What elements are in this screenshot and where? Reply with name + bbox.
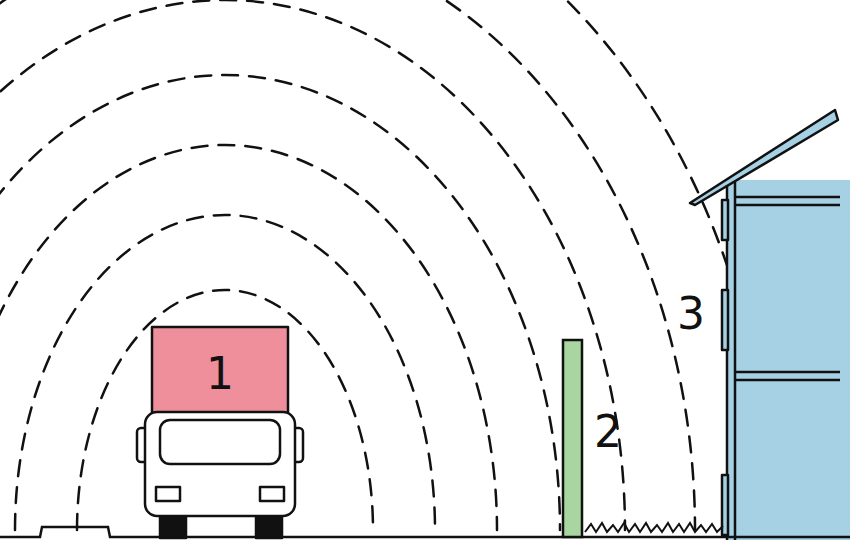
floor-line: [735, 371, 840, 374]
truck-headlight: [260, 487, 284, 501]
building: [690, 110, 850, 540]
callout-number: 2: [594, 410, 622, 454]
building-trim: [722, 290, 728, 350]
callout-number: 1: [206, 352, 234, 396]
wave-arc: [0, 0, 695, 530]
truck-cab: [145, 412, 295, 516]
building-wall: [727, 180, 850, 540]
wave-arc: [0, 0, 770, 530]
truck: [137, 327, 303, 538]
wave-arc: [0, 75, 560, 530]
floor-line: [735, 204, 840, 207]
callout-number: 3: [677, 292, 705, 336]
grass: [585, 523, 723, 532]
building-roof: [690, 110, 838, 205]
sound-waves: [0, 0, 770, 530]
building-edge: [734, 182, 737, 540]
truck-windshield: [160, 420, 280, 464]
wave-arc: [0, 145, 497, 530]
floor-line: [735, 379, 840, 382]
building-trim: [722, 200, 728, 240]
wave-arc: [0, 0, 625, 530]
truck-headlight: [156, 487, 180, 501]
wave-arc: [15, 215, 435, 530]
truck-cargo-box: [152, 327, 288, 419]
ground-line: [0, 527, 850, 537]
wave-arc: [77, 290, 373, 530]
noise-barrier: [563, 340, 582, 537]
floor-line: [735, 196, 840, 199]
